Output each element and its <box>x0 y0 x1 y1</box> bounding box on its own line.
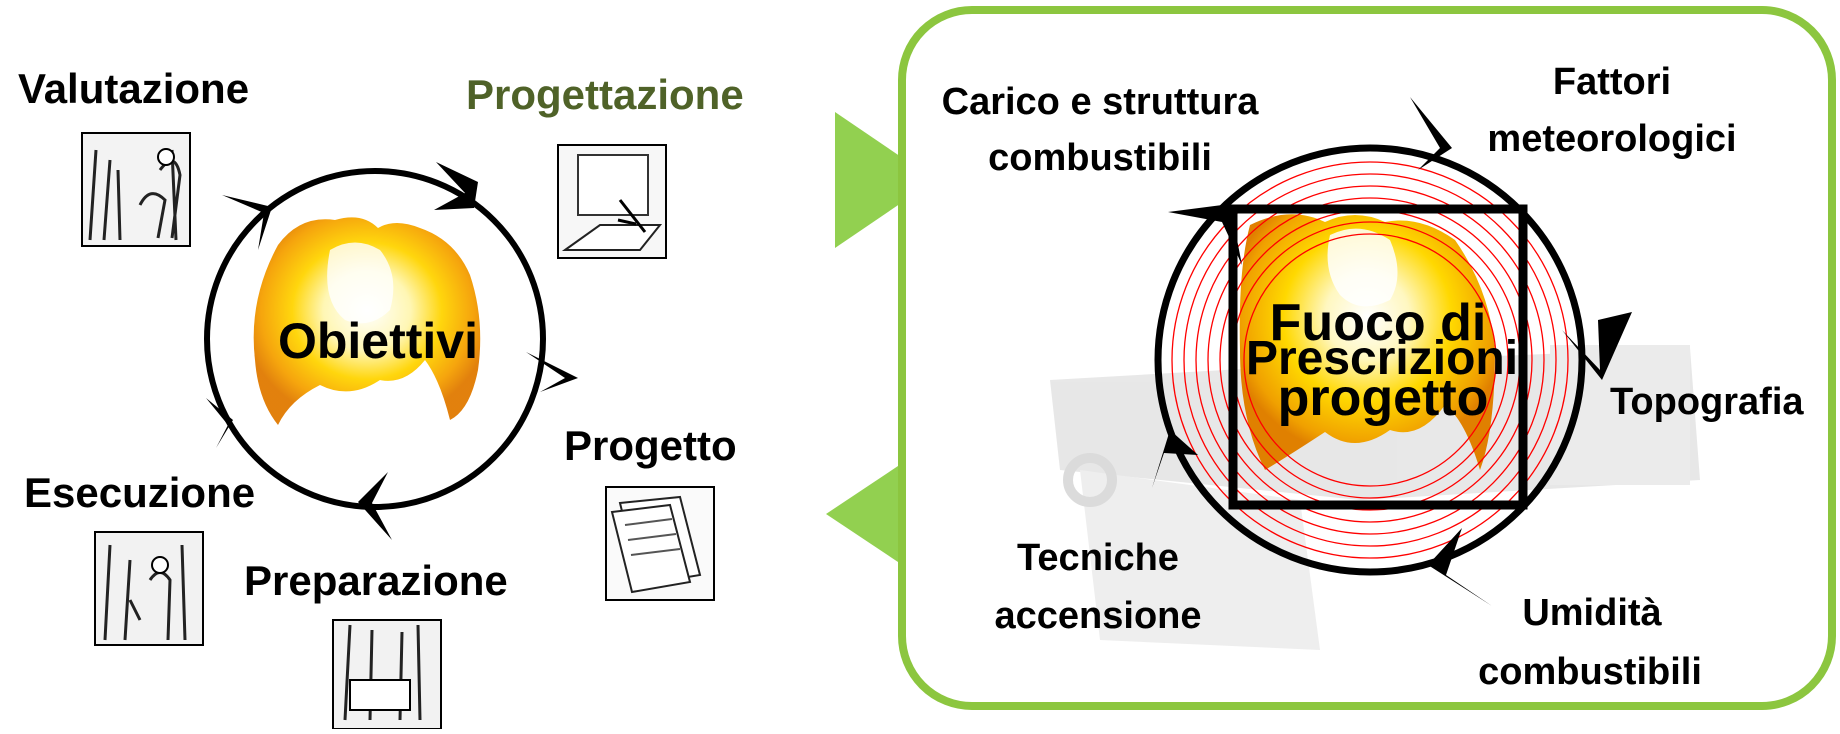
stage-label-preparazione: Preparazione <box>244 557 508 604</box>
cycle-arrows-right <box>1152 97 1632 606</box>
arrow-chevron-icon <box>434 162 478 210</box>
factor-label-carico-line2: combustibili <box>988 137 1212 179</box>
factor-label-fattori-line2: meteorologici <box>1487 118 1736 160</box>
factor-label-fattori-line1: Fattori <box>1553 61 1671 103</box>
arrow-chevron-icon <box>1428 528 1492 606</box>
right-panel: Fuoco di Prescrizioni progetto Carico e … <box>898 6 1836 710</box>
illustration-preparazione <box>332 619 442 730</box>
factor-label-umidita-line2: combustibili <box>1478 651 1702 693</box>
arrow-chevron-icon <box>358 472 392 540</box>
arrow-chevron-icon <box>1410 97 1452 170</box>
arrow-chevron-icon <box>1562 312 1632 380</box>
cycle-arrows-left <box>206 162 578 540</box>
factor-label-umidita-line1: Umidità <box>1522 592 1662 634</box>
arrow-chevron-icon <box>1168 204 1242 265</box>
factor-label-tecniche-line2: accensione <box>995 595 1202 637</box>
center-label-obiettivi: Obiettivi <box>278 313 478 369</box>
illustration-progetto <box>605 486 715 601</box>
fire-image-right <box>1239 214 1495 470</box>
factor-label-tecniche-line1: Tecniche <box>1017 537 1179 579</box>
illustration-esecuzione <box>94 531 204 646</box>
factor-label-topografia: Topografia <box>1610 381 1804 423</box>
fire-image-left <box>253 217 481 425</box>
prescription-square <box>1228 204 1528 510</box>
stage-label-esecuzione: Esecuzione <box>24 469 255 516</box>
arrow-chevron-icon <box>206 398 233 448</box>
illustration-valutazione <box>81 132 191 247</box>
cycle-circle-right <box>1154 144 1586 576</box>
center-label-progetto: progetto <box>1278 369 1489 427</box>
cycle-circle-left <box>204 168 546 510</box>
left-cycle: Obiettivi Valutazione Progettazione Prog… <box>18 65 744 730</box>
overlay-label-prescrizioni: Prescrizioni <box>1246 332 1518 385</box>
illustration-progettazione <box>557 144 667 259</box>
arrow-chevron-icon <box>1152 430 1198 488</box>
stage-label-valutazione: Valutazione <box>18 65 249 112</box>
center-label-fuoco-di: Fuoco di <box>1270 294 1487 352</box>
arrow-chevron-icon <box>526 352 578 392</box>
arrow-chevron-icon <box>222 195 272 250</box>
connector-triangle-right <box>835 112 935 248</box>
stage-label-progetto: Progetto <box>564 422 737 469</box>
stage-label-progettazione: Progettazione <box>466 71 744 118</box>
factor-label-carico-line1: Carico e struttura <box>942 81 1260 123</box>
